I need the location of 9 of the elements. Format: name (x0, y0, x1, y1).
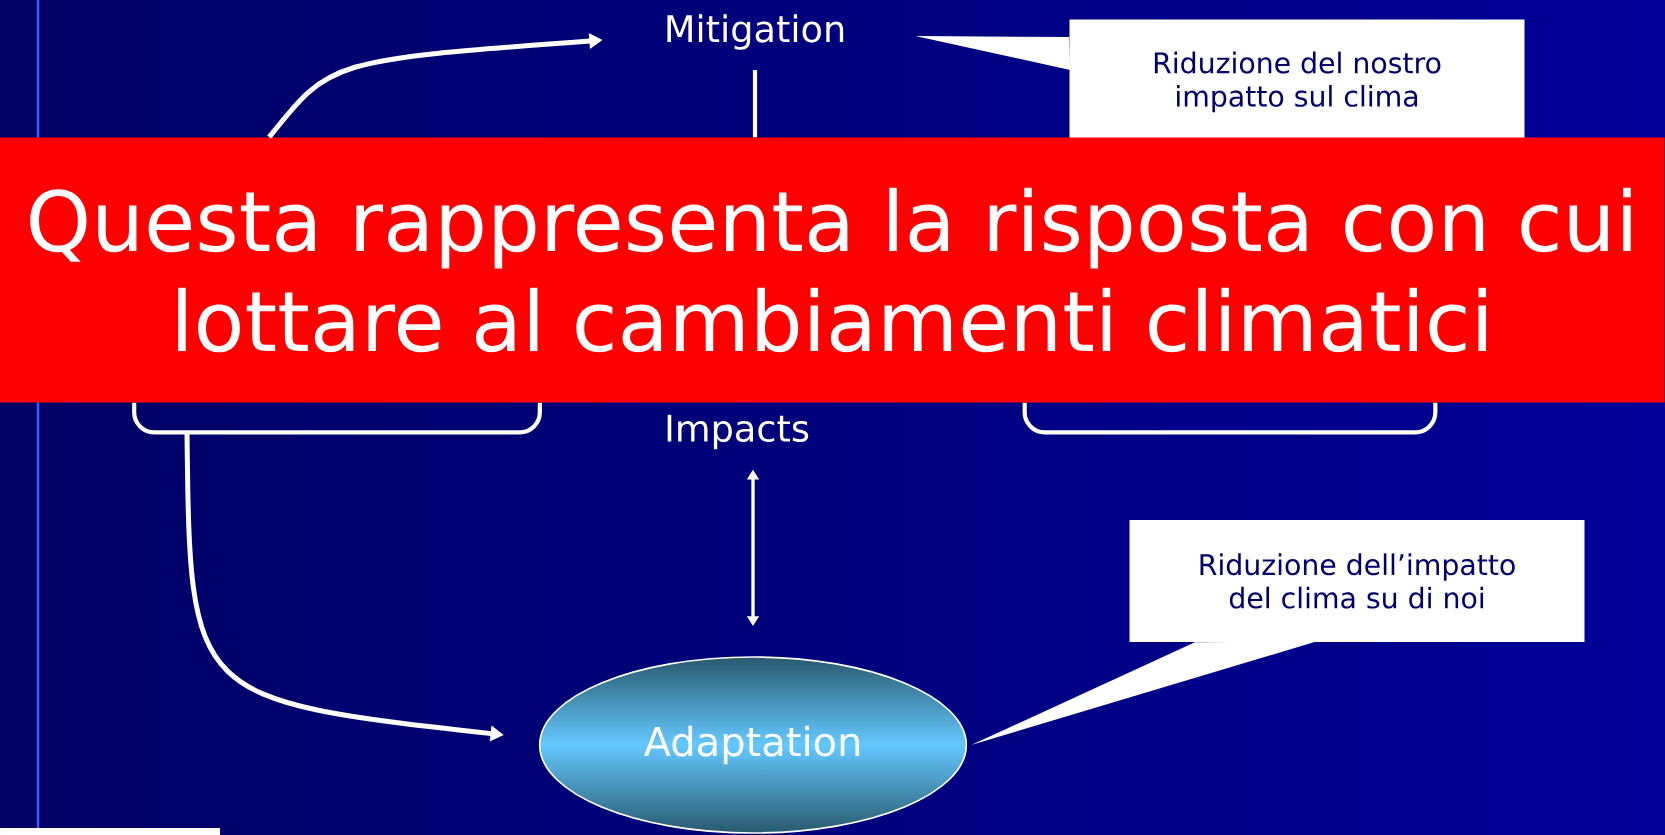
node-label: Impacts (667, 414, 809, 450)
node-label: Mitigation (667, 14, 844, 50)
callout-pointer (915, 36, 1071, 70)
banner: Questa rappresenta la risposta con cui lottare al cambiamenti climatici (0, 137, 1665, 403)
callout-box: Riduzione del nostro impatto sul clima (1069, 19, 1525, 145)
rounded-box (1022, 402, 1438, 435)
callout-pointer (971, 641, 1317, 745)
rounded-box (132, 402, 542, 435)
callout-box: Riduzione dell’impatto del clima su di noi (1129, 520, 1585, 642)
